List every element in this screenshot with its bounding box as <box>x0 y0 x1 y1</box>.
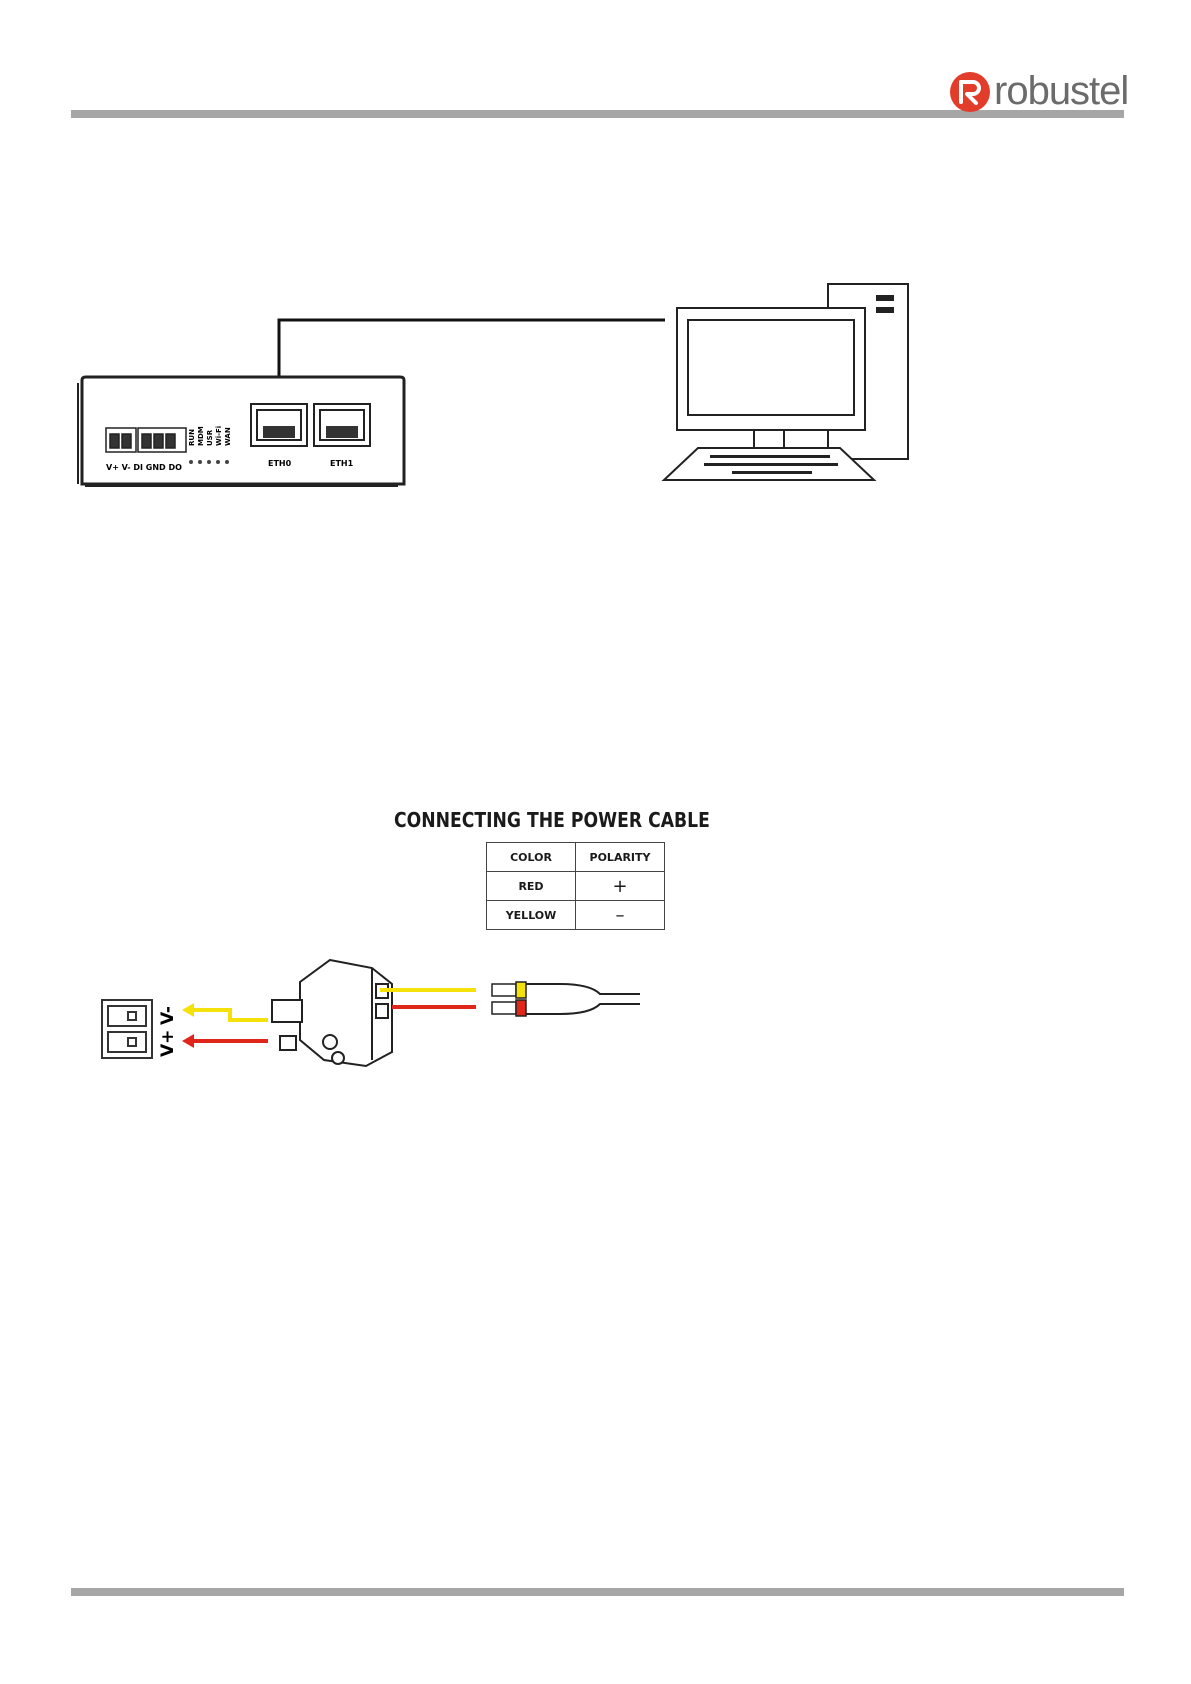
svg-text:USR: USR <box>206 429 214 446</box>
power-cable-diagram: V- V+ <box>0 950 700 1100</box>
eth0-label: ETH0 <box>268 459 292 468</box>
power-cable <box>526 984 640 1014</box>
table-row: RED + <box>487 872 665 901</box>
eth1-label: ETH1 <box>330 459 354 468</box>
table-header-polarity: POLARITY <box>576 843 665 872</box>
svg-text:Wi-Fi: Wi-Fi <box>215 426 223 446</box>
device-power-terminal <box>102 1000 152 1058</box>
router-device: V+ V- DI GND DO RUN MDM USR Wi-Fi WAN ET… <box>78 377 404 486</box>
svg-text:MDM: MDM <box>197 426 205 446</box>
svg-text:WAN: WAN <box>224 427 232 446</box>
eth0-port <box>251 404 307 446</box>
ethernet-connection-diagram: V+ V- DI GND DO RUN MDM USR Wi-Fi WAN ET… <box>0 0 1191 540</box>
table-cell-color: YELLOW <box>487 901 576 930</box>
table-header-color: COLOR <box>487 843 576 872</box>
terminal-labels: V+ V- DI GND DO <box>106 463 182 472</box>
yellow-wire-arrow <box>192 1010 268 1020</box>
svg-text:RUN: RUN <box>188 429 196 446</box>
computer <box>664 284 908 480</box>
table-cell-polarity: – <box>576 901 665 930</box>
polarity-table: COLOR POLARITY RED + YELLOW – <box>486 842 665 930</box>
vminus-label: V- <box>158 1006 178 1025</box>
eth1-port <box>314 404 370 446</box>
vplus-label: V+ <box>158 1030 178 1057</box>
table-header-row: COLOR POLARITY <box>487 843 665 872</box>
terminal-block <box>106 428 186 452</box>
table-cell-color: RED <box>487 872 576 901</box>
footer-rule <box>71 1588 1124 1596</box>
power-cable-title: CONNECTING THE POWER CABLE <box>394 808 710 832</box>
power-plug-connector <box>272 960 392 1066</box>
table-cell-polarity: + <box>576 872 665 901</box>
table-row: YELLOW – <box>487 901 665 930</box>
cable-ferrules <box>492 982 526 1016</box>
